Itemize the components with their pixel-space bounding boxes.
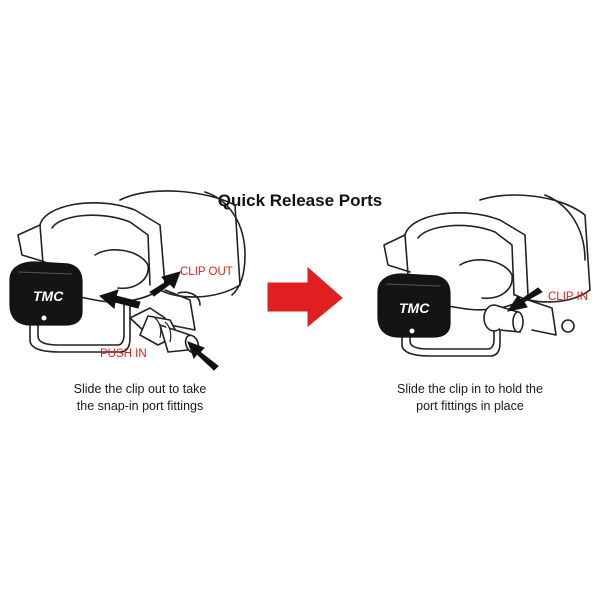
push-clip-arrow-icon <box>99 289 141 309</box>
clip-in-label: CLIP IN <box>548 291 589 303</box>
right-caption-line-1: Slide the clip in to hold the <box>397 382 543 396</box>
right-logo: TMC <box>399 300 430 316</box>
right-tmc-cap <box>377 273 451 338</box>
right-pump-illustration <box>383 194 591 357</box>
left-logo: TMC <box>33 288 64 304</box>
left-tmc-cap <box>9 261 83 326</box>
right-port-fitting <box>483 304 524 333</box>
push-in-arrow-icon <box>187 341 219 371</box>
left-caption: Slide the clip out to take the snap-in p… <box>30 381 250 415</box>
clip-out-label: CLIP OUT <box>180 266 233 278</box>
right-caption: Slide the clip in to hold the port fitti… <box>360 381 580 415</box>
clip-out-arrow-icon <box>149 271 181 297</box>
diagram-title: Quick Release Ports <box>217 191 383 210</box>
left-caption-line-2: the snap-in port fittings <box>76 399 204 413</box>
clip-in-arrow-icon <box>506 287 543 312</box>
right-caption-line-2: port fittings in place <box>416 399 524 413</box>
left-black-arrows <box>99 271 219 371</box>
left-port-fitting <box>129 307 200 354</box>
push-in-label: PUSH IN <box>100 348 147 360</box>
left-caption-line-1: Slide the clip out to take <box>73 382 207 396</box>
direction-arrow-icon <box>267 266 343 328</box>
